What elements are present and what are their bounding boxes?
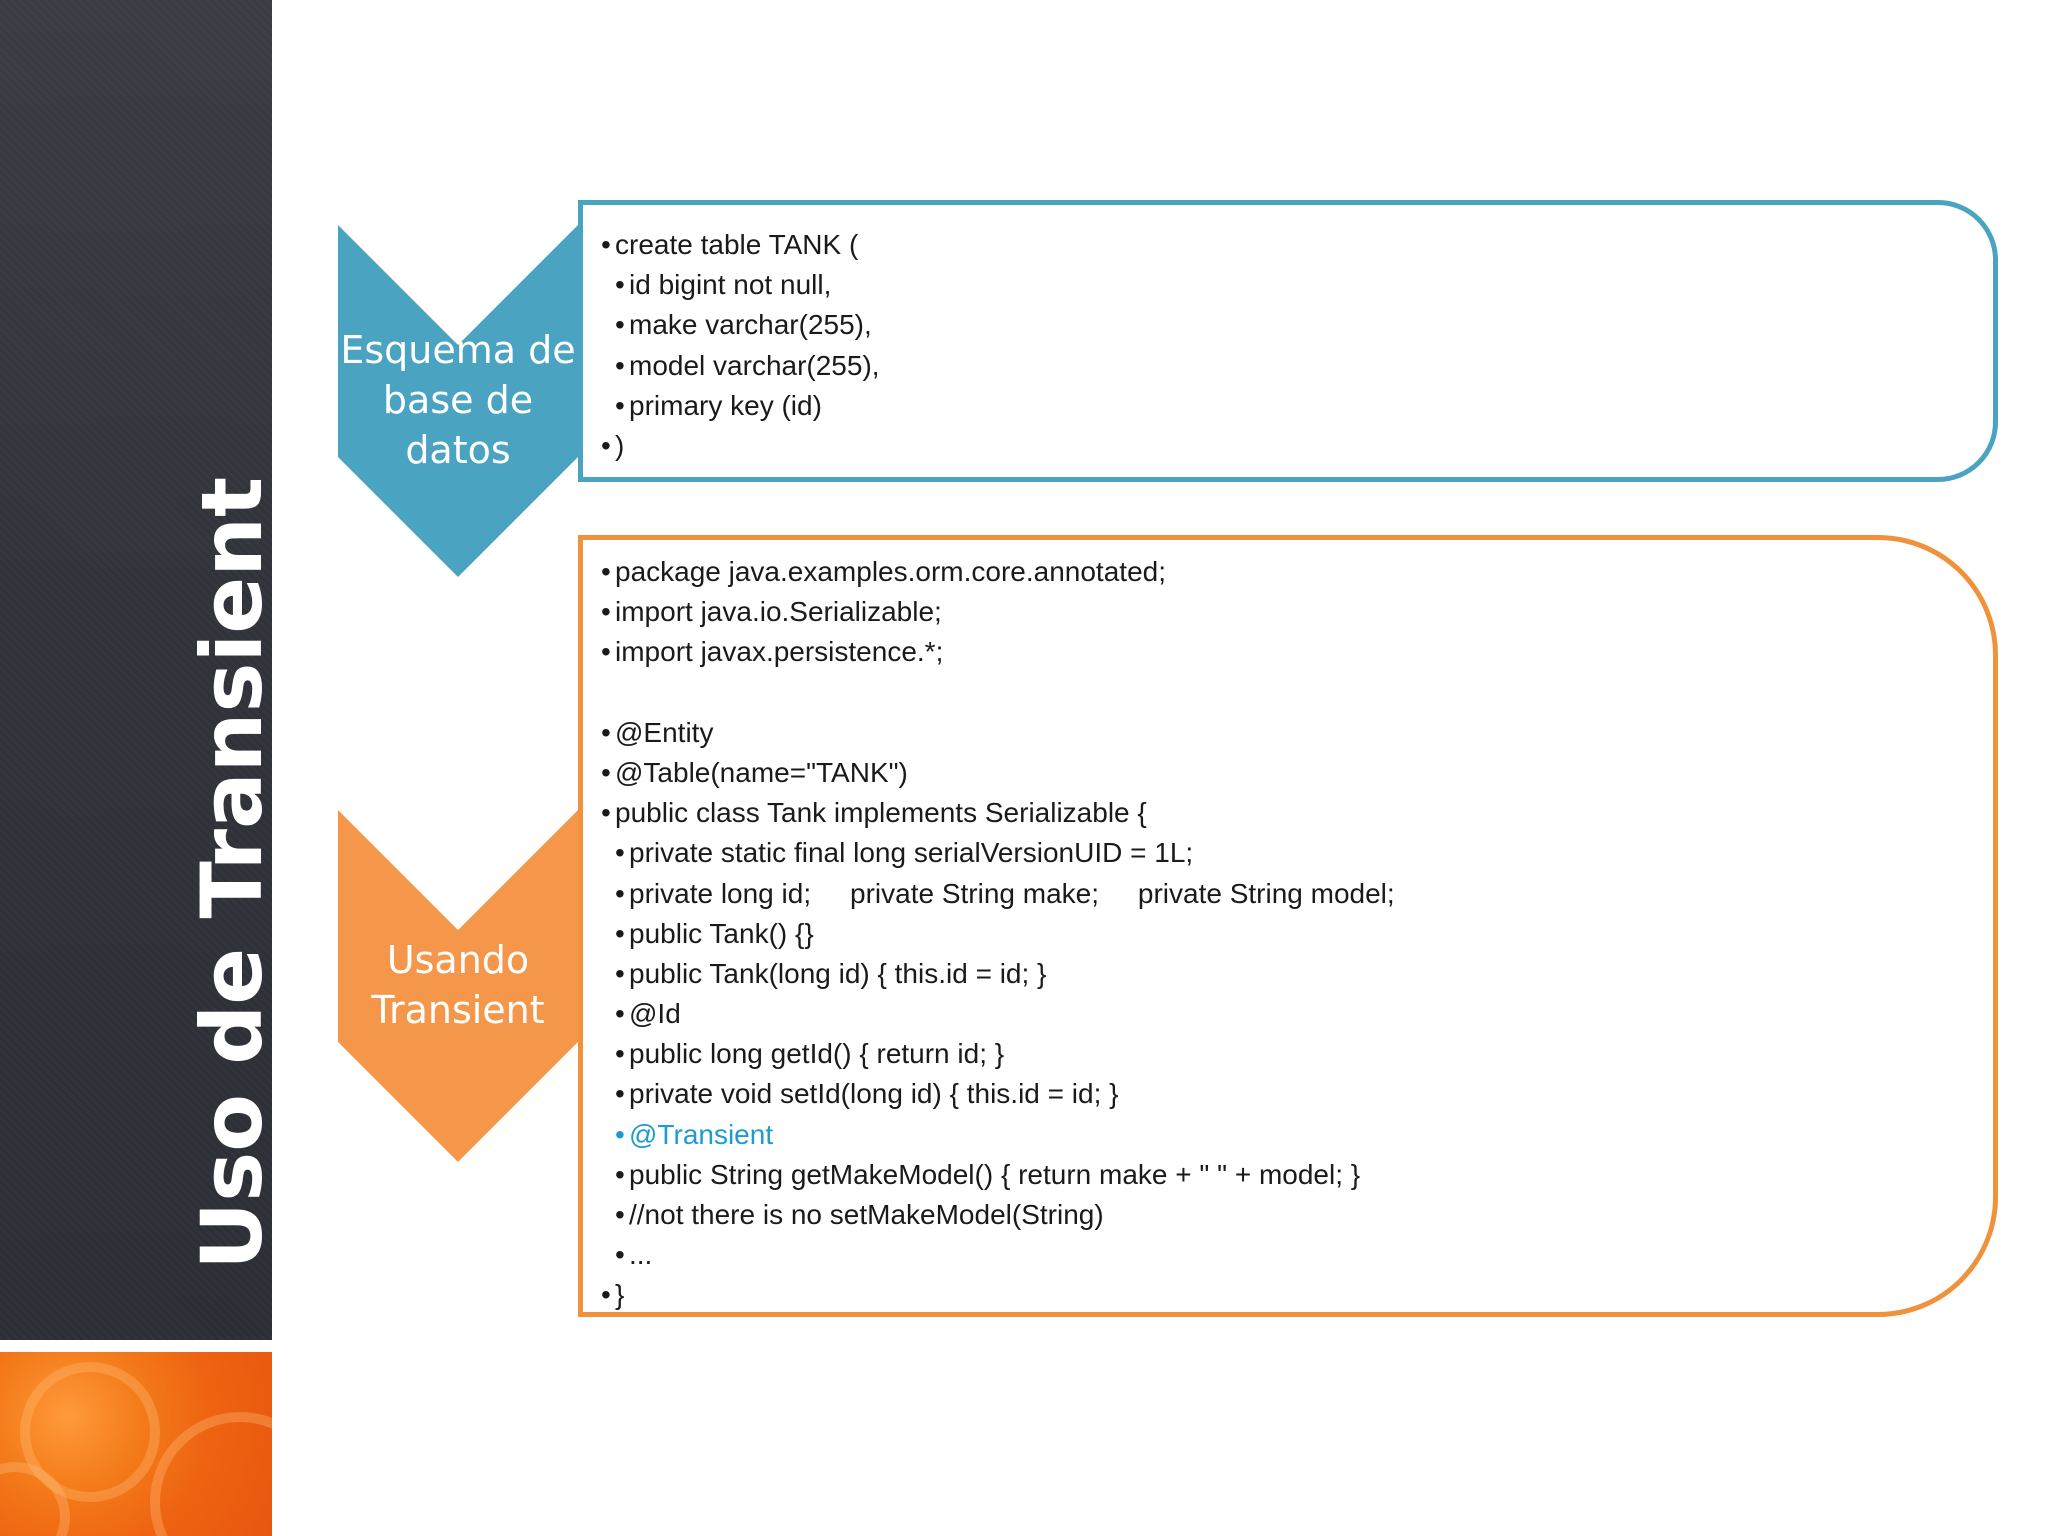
code-text: package java.examples.orm.core.annotated… bbox=[615, 556, 1166, 587]
code-line bbox=[601, 673, 1993, 713]
code-text: public Tank() {} bbox=[629, 917, 814, 949]
code-line: •private void setId(long id) { this.id =… bbox=[601, 1074, 1993, 1114]
transient-chevron: Usando Transient bbox=[338, 810, 578, 1162]
bullet-icon: • bbox=[615, 998, 625, 1030]
code-text: public long getId() { return id; } bbox=[629, 1038, 1005, 1070]
bullet-icon: • bbox=[615, 1158, 625, 1190]
bullet-icon: • bbox=[615, 389, 625, 421]
code-line: •import java.io.Serializable; bbox=[601, 592, 1993, 632]
code-text: make varchar(255), bbox=[629, 309, 872, 341]
bullet-icon: • bbox=[601, 429, 611, 461]
code-line: •private static final long serialVersion… bbox=[601, 833, 1993, 873]
schema-code-box: •create table TANK (•id bigint not null,… bbox=[578, 200, 1998, 482]
decorative-ring bbox=[150, 1412, 272, 1536]
code-line: •@Entity bbox=[601, 713, 1993, 753]
schema-label: Esquema de base de datos bbox=[338, 325, 578, 475]
schema-label-line: Esquema de bbox=[340, 328, 576, 372]
code-text: model varchar(255), bbox=[629, 349, 880, 381]
code-text: //not there is no setMakeModel(String) bbox=[629, 1199, 1104, 1230]
code-text: ... bbox=[629, 1239, 653, 1271]
chevron-shape bbox=[338, 810, 578, 1162]
code-line: •import javax.persistence.*; bbox=[601, 632, 1993, 672]
code-text: private void setId(long id) { this.id = … bbox=[629, 1078, 1119, 1110]
code-text: id bigint not null, bbox=[629, 269, 832, 301]
code-text: create table TANK ( bbox=[615, 229, 859, 260]
bullet-icon: • bbox=[615, 1038, 625, 1070]
bullet-icon: • bbox=[615, 957, 625, 989]
code-line: •@Table(name="TANK") bbox=[601, 753, 1993, 793]
code-line: •... bbox=[601, 1235, 1993, 1275]
bullet-icon: • bbox=[601, 1279, 611, 1311]
code-line: •public Tank(long id) { this.id = id; } bbox=[601, 954, 1993, 994]
code-text: @Id bbox=[629, 998, 681, 1030]
bullet-icon: • bbox=[601, 797, 611, 829]
code-line: •package java.examples.orm.core.annotate… bbox=[601, 552, 1993, 592]
bullet-icon: • bbox=[615, 917, 625, 949]
bullet-icon: • bbox=[615, 1078, 625, 1110]
bullet-icon: • bbox=[601, 596, 611, 628]
code-text: @Entity bbox=[615, 716, 714, 748]
code-line: •//not there is no setMakeModel(String) bbox=[601, 1195, 1993, 1235]
bullet-icon: • bbox=[615, 269, 625, 301]
code-line: •public long getId() { return id; } bbox=[601, 1034, 1993, 1074]
decorative-ring bbox=[0, 1462, 70, 1536]
code-line-highlight: •@Transient bbox=[601, 1115, 1993, 1155]
code-line: •create table TANK ( bbox=[601, 225, 1993, 265]
code-line: •model varchar(255), bbox=[601, 346, 1993, 386]
code-text: @Table(name="TANK") bbox=[615, 756, 908, 788]
code-line: •@Id bbox=[601, 994, 1993, 1034]
transient-label-line: Usando bbox=[386, 938, 530, 982]
code-line: •id bigint not null, bbox=[601, 265, 1993, 305]
bullet-icon: • bbox=[601, 636, 611, 668]
code-text: public String getMakeModel() { return ma… bbox=[629, 1158, 1361, 1190]
code-text: @Transient bbox=[629, 1118, 774, 1150]
bullet-icon: • bbox=[601, 556, 611, 587]
code-line: •private long id; private String make; p… bbox=[601, 874, 1993, 914]
code-text: public Tank(long id) { this.id = id; } bbox=[629, 957, 1047, 989]
code-line: •public class Tank implements Serializab… bbox=[601, 793, 1993, 833]
bullet-icon: • bbox=[615, 1118, 625, 1150]
sidebar-panel bbox=[0, 0, 272, 1340]
schema-label-line: datos bbox=[405, 428, 511, 472]
code-line: •public Tank() {} bbox=[601, 914, 1993, 954]
code-text: import java.io.Serializable; bbox=[615, 596, 942, 628]
code-text: import javax.persistence.*; bbox=[615, 636, 944, 668]
bullet-icon: • bbox=[601, 756, 611, 788]
bullet-icon: • bbox=[615, 1239, 625, 1271]
decorative-ring bbox=[20, 1362, 160, 1502]
sidebar-accent-decoration bbox=[0, 1352, 272, 1536]
code-text: } bbox=[615, 1279, 625, 1311]
bullet-icon: • bbox=[601, 229, 611, 260]
schema-label-line: base de bbox=[382, 378, 534, 422]
schema-chevron: Esquema de base de datos bbox=[338, 225, 578, 577]
bullet-icon: • bbox=[615, 877, 625, 909]
java-code-box: •package java.examples.orm.core.annotate… bbox=[578, 535, 1998, 1317]
code-line: •make varchar(255), bbox=[601, 305, 1993, 345]
transient-label-line: Transient bbox=[371, 988, 545, 1032]
code-line: •public String getMakeModel() { return m… bbox=[601, 1155, 1993, 1195]
bullet-icon: • bbox=[615, 349, 625, 381]
code-text: ) bbox=[615, 429, 625, 461]
slide-title: Uso de Transient bbox=[183, 476, 281, 1270]
bullet-icon: • bbox=[615, 837, 625, 869]
transient-label: Usando Transient bbox=[338, 935, 578, 1035]
code-text: primary key (id) bbox=[629, 389, 822, 421]
code-line: •) bbox=[601, 426, 1993, 466]
bullet-icon: • bbox=[615, 309, 625, 341]
chevron-shape bbox=[338, 225, 578, 577]
code-text: private static final long serialVersionU… bbox=[629, 837, 1194, 869]
code-line: •primary key (id) bbox=[601, 386, 1993, 426]
bullet-icon: • bbox=[601, 716, 611, 748]
code-text: public class Tank implements Serializabl… bbox=[615, 797, 1147, 829]
code-line: •} bbox=[601, 1275, 1993, 1315]
code-text: private long id; private String make; pr… bbox=[629, 877, 1395, 909]
bullet-icon: • bbox=[615, 1199, 625, 1230]
